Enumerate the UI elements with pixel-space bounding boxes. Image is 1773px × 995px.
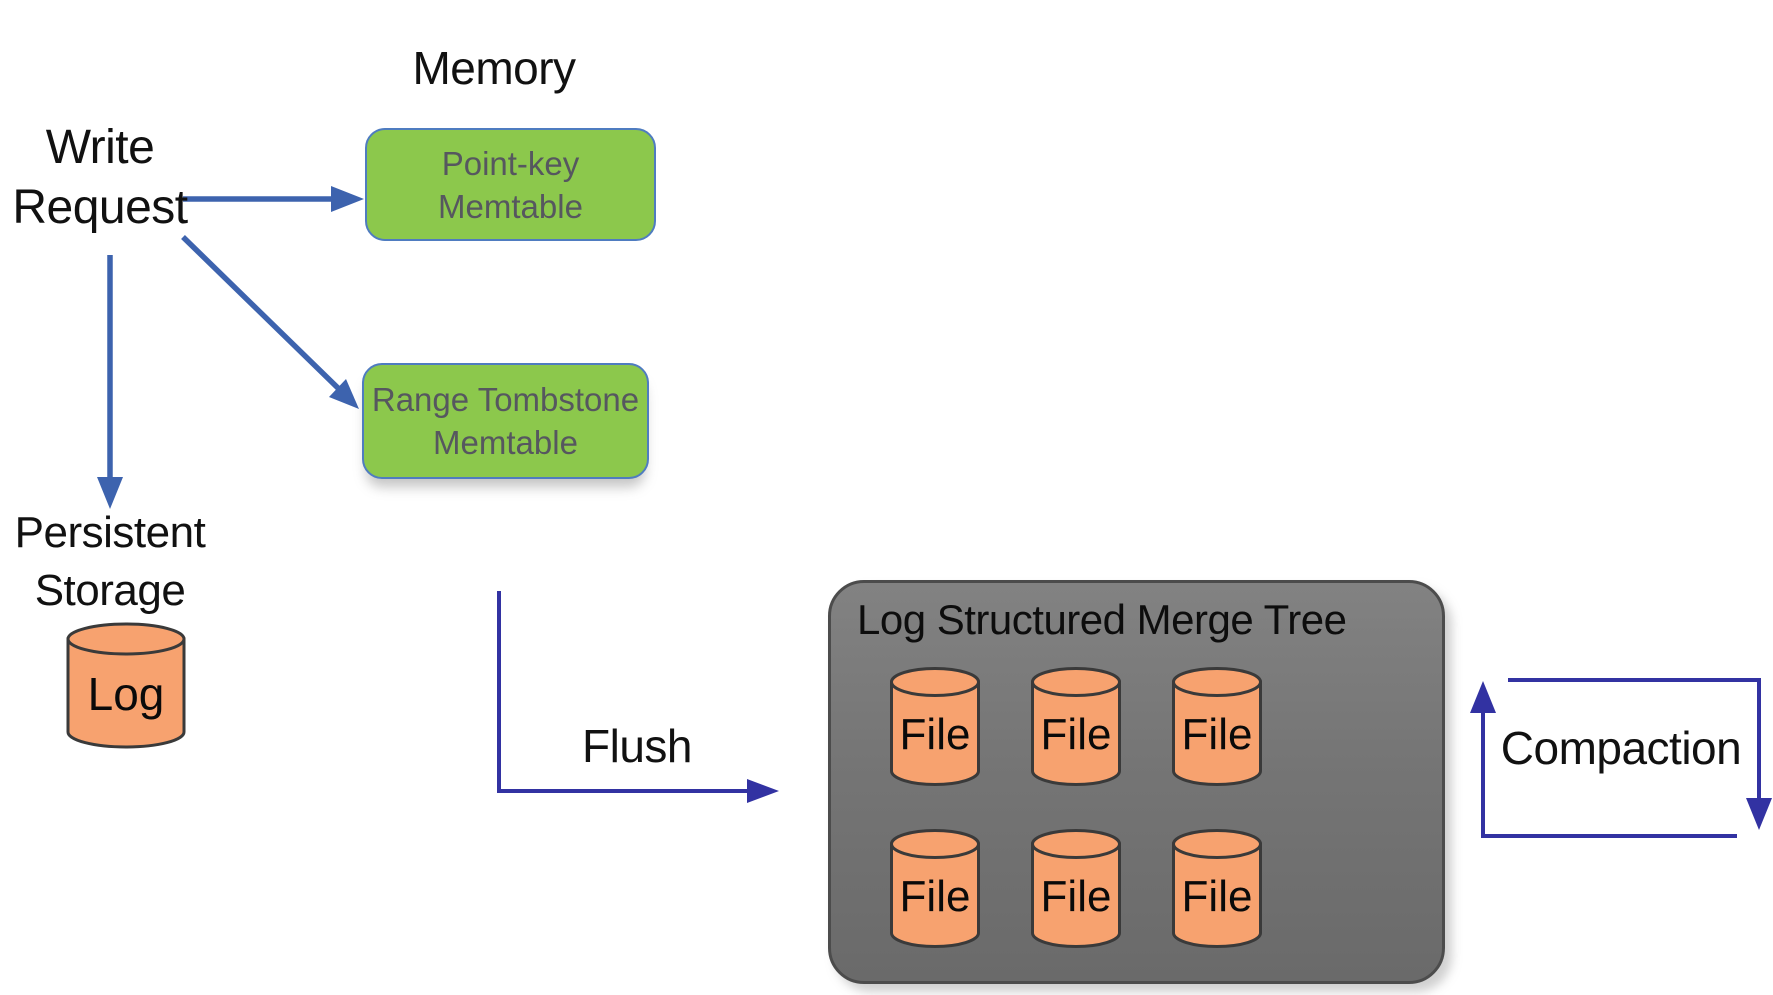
lsm-tree-title: Log Structured Merge Tree <box>857 596 1347 643</box>
point-key-memtable-line2: Memtable <box>438 187 583 225</box>
persistent-storage-label: Persistent Storage <box>8 504 212 620</box>
point-key-memtable-line1: Point-key <box>441 144 580 182</box>
svg-text:File: File <box>1041 710 1112 759</box>
range-tombstone-memtable-box: Range Tombstone Memtable <box>362 363 649 479</box>
write-to-tombstone-arrow <box>181 235 359 409</box>
flush-label: Flush <box>582 720 692 772</box>
svg-text:File: File <box>1182 872 1253 921</box>
svg-text:File: File <box>900 872 971 921</box>
write-request-label: Write Request <box>2 118 198 238</box>
write-request-line2: Request <box>12 181 188 234</box>
log-cylinder-label: Log <box>88 668 165 720</box>
write-to-pointkey-arrow <box>183 186 364 212</box>
compaction-label: Compaction <box>1500 722 1742 774</box>
write-request-line1: Write <box>45 121 155 174</box>
svg-text:File: File <box>900 710 971 759</box>
write-to-log-arrow <box>97 255 123 509</box>
point-key-memtable-box: Point-key Memtable <box>365 128 656 241</box>
file-cylinder: File <box>890 829 980 948</box>
file-cylinder: File <box>1172 667 1262 786</box>
lsm-tree-box: Log Structured Merge Tree File File File… <box>828 580 1445 984</box>
file-cylinder: File <box>1172 829 1262 948</box>
memory-label: Memory <box>412 42 576 94</box>
file-cylinder: File <box>1031 667 1121 786</box>
persistent-storage-line1: Persistent <box>14 508 206 557</box>
log-cylinder: Log <box>66 622 186 749</box>
range-tombstone-memtable-line2: Memtable <box>433 424 578 461</box>
range-tombstone-memtable-line1: Range Tombstone <box>371 381 640 418</box>
file-cylinder: File <box>1031 829 1121 948</box>
file-cylinder: File <box>890 667 980 786</box>
svg-text:File: File <box>1182 710 1253 759</box>
svg-text:File: File <box>1041 872 1112 921</box>
persistent-storage-line2: Storage <box>34 566 186 615</box>
